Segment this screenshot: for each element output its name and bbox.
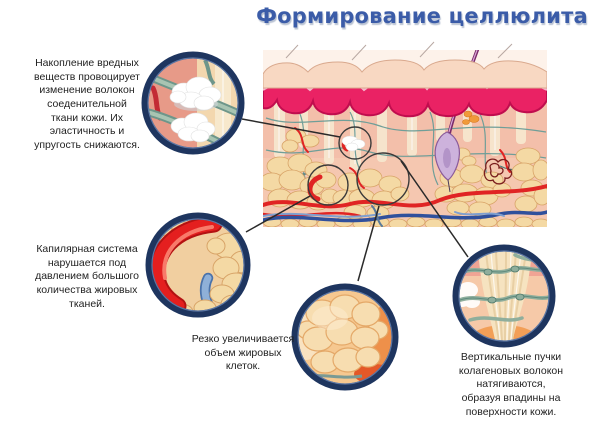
enlarged-fat-cells [297, 294, 389, 374]
magnifier-circle-a [338, 126, 372, 160]
callout-harmful-substances [141, 51, 245, 155]
surface-hatch-strokes [285, 41, 513, 61]
capillary-knot [483, 158, 513, 185]
skin-cross-section [263, 50, 547, 227]
magnifier-circle-b [356, 152, 410, 206]
sebaceous-gland [462, 110, 480, 125]
note-fat-cells: Резко увеличивается объем жировых клеток… [191, 333, 295, 373]
magnifier-circle-c [307, 164, 349, 206]
skin-surface [263, 59, 547, 89]
leader-line-1 [241, 118, 341, 138]
note-collagen-bundles: Вертикальные пучки колагеновых волокон н… [458, 351, 564, 418]
leader-line-2 [245, 195, 311, 233]
poster-title: Формирование целлюлита [256, 4, 588, 28]
blue-vessels [263, 205, 547, 227]
callout-fat-cells [291, 283, 399, 391]
leader-line-4 [400, 160, 469, 258]
note-harmful-substances: Накопление вредных веществ провоцирует и… [34, 57, 140, 151]
deposit-cloud-1 [169, 76, 222, 111]
note-capillary-system: Капилярная система нарушается под давлен… [35, 243, 139, 310]
callout-capillary-system [145, 212, 251, 318]
deposit-cloud-small [341, 135, 366, 152]
deposit-cloud-2 [170, 112, 216, 143]
leader-line-3 [357, 205, 380, 282]
callout-collagen-bundles [452, 244, 556, 348]
